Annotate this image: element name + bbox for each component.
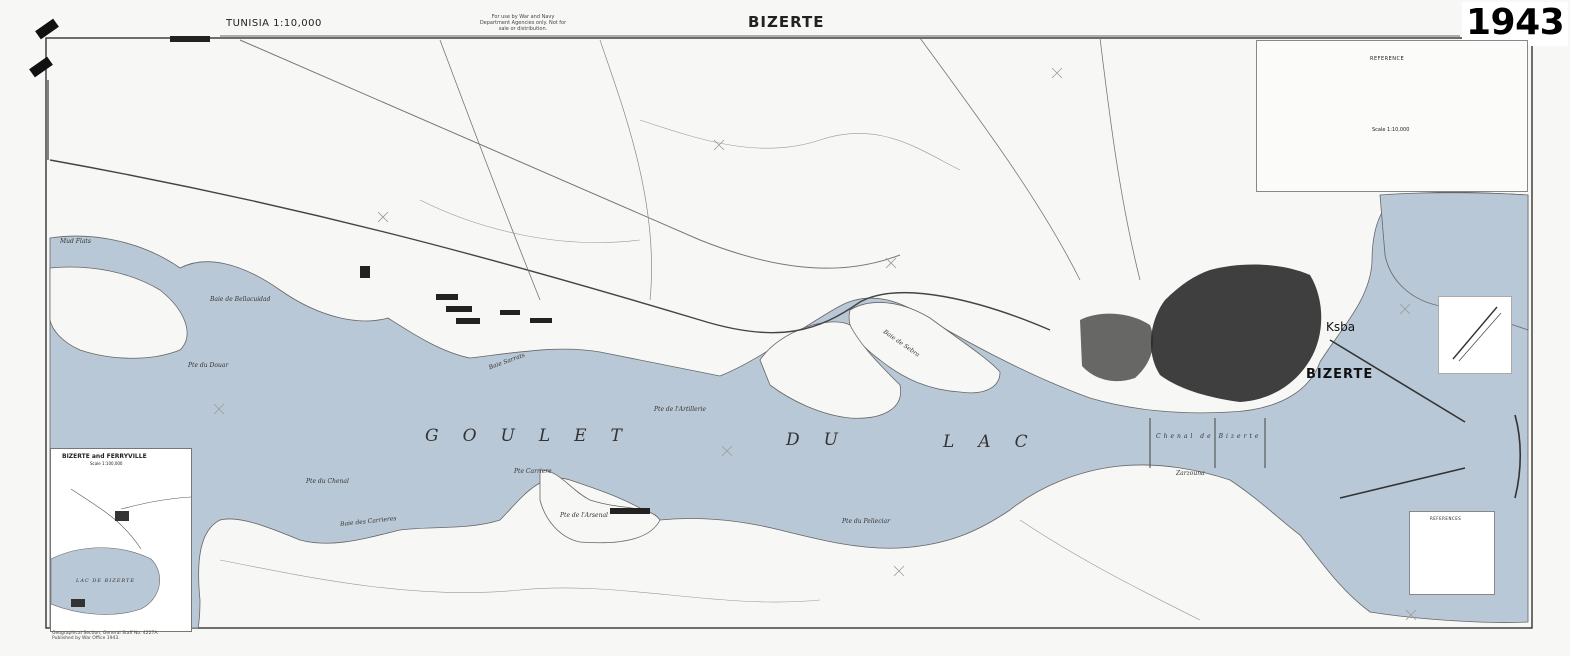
land-carrieres [539,469,661,544]
inset-scale: Scale 1:100,000 [90,461,123,466]
road-northeast [1099,37,1141,281]
road-valley [599,39,652,301]
jetty-north [1329,339,1466,423]
year-badge [1462,2,1568,46]
feature-label: Pte de l'Arsenal [560,512,608,519]
road-contour-2 [419,199,641,243]
jetty-outer [1514,414,1522,499]
north-arrow-icon [1452,306,1502,362]
feature-label: Zarzouna [1176,470,1205,477]
road-contour-1 [639,119,961,171]
feature-label: Pte Carriere [514,468,552,475]
legend-title: REFERENCE [1370,56,1405,62]
feature-label: Pte du Pelieciar [842,518,890,525]
feature-label: Baie de Bellacuidad [210,296,271,303]
scale-label: Scale 1:10,000 [1372,127,1410,133]
port-blocks [170,36,650,514]
land-spit [848,302,1001,394]
road-hill [439,39,541,301]
urban-bizerte [1150,264,1322,402]
inset-lake-label: LAC DE BIZERTE [76,578,136,584]
road-north [919,37,1081,281]
footer-note: Geographical Section, General Staff No. … [52,631,159,641]
water-label-du: DU [786,430,862,450]
road-southeast [1019,519,1201,621]
feature-label: Pte de l'Artillerie [654,406,707,413]
map-title: BIZERTE [748,13,825,31]
road-diagonal [239,39,901,269]
feature-label: Mud Flats [60,238,91,245]
references-box [1409,511,1495,595]
inset-title: BIZERTE and FERRYVILLE [62,453,147,460]
kasba-label: Ksba [1326,320,1356,334]
land-mud-flats [49,266,188,359]
feature-label: Pte du Chenal [306,478,349,485]
road-south [219,559,821,603]
inset-map [50,448,192,632]
map-sheet-series: TUNISIA 1:10,000 [226,18,322,29]
city-label: BIZERTE [1306,367,1374,382]
references-title: REFERENCES [1430,516,1462,521]
urban-west [1080,313,1154,382]
water-lake [49,191,1529,629]
legend-box [1256,40,1528,192]
map-frame [45,37,1533,629]
railway-line [49,159,1051,334]
water-label-lac: LAC [943,432,1052,452]
inset-map-drawing [51,488,191,615]
jetty-south [1339,467,1466,499]
feature-label: Pte du Douar [188,362,229,369]
corner-logo [29,18,59,78]
year-label: 1943 [1466,2,1565,43]
distribution-note: For use by War and Navy Department Agenc… [479,14,567,32]
feature-label: Chenal de Bizerte [1156,433,1262,440]
north-arrow-box [1438,296,1512,374]
water-label-goulet: GOULET [425,426,646,446]
grid-crosses [213,67,1417,621]
